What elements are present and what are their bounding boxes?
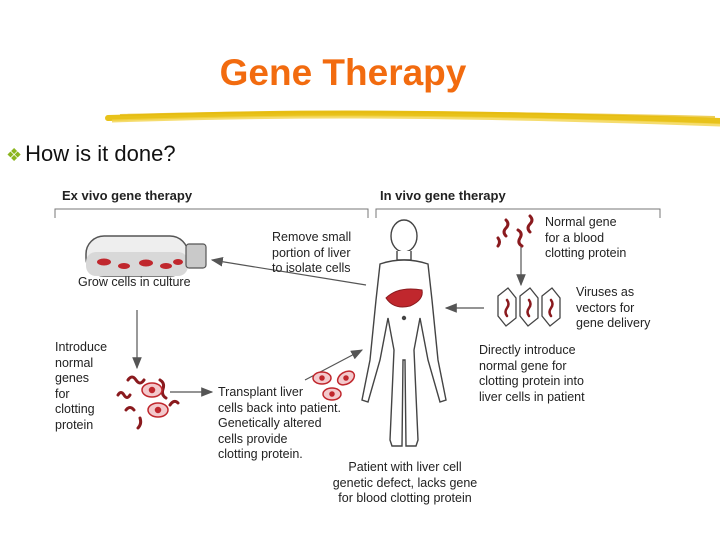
in-vivo-bracket — [375, 208, 661, 218]
remove-liver-label: Remove small portion of liver to isolate… — [272, 230, 352, 275]
viruses-label: Viruses as vectors for gene delivery — [576, 285, 651, 330]
in-vivo-heading: In vivo gene therapy — [380, 188, 506, 203]
diamond-bullet-icon: ❖ — [6, 145, 23, 165]
grow-cells-label: Grow cells in culture — [78, 275, 191, 289]
patient-figure — [361, 219, 447, 447]
culture-flask-icon — [85, 235, 207, 277]
cell-icons-left — [141, 382, 169, 418]
genes-cells-cluster — [116, 375, 180, 430]
bullet-text: How is it done? — [25, 141, 176, 166]
directly-introduce-label: Directly introduce normal gene for clott… — [479, 343, 585, 404]
ex-vivo-heading: Ex vivo gene therapy — [62, 188, 193, 203]
patient-label: Patient with liver cell genetic defect, … — [332, 460, 478, 505]
arrow-to-flask — [210, 256, 367, 286]
slide-title: Gene Therapy — [219, 52, 467, 93]
ex-vivo-bracket — [54, 208, 369, 218]
introduce-genes-label: Introduce normal genes for clotting prot… — [55, 340, 108, 432]
cell-icons-right — [312, 370, 356, 401]
bullet-item: ❖How is it done? — [6, 141, 176, 167]
transplant-label: Transplant liver cells back into patient… — [218, 385, 341, 461]
normal-gene-label: Normal gene for a blood clotting protein — [545, 215, 627, 260]
liver-icon — [385, 288, 423, 308]
normal-gene-icons — [496, 214, 534, 248]
